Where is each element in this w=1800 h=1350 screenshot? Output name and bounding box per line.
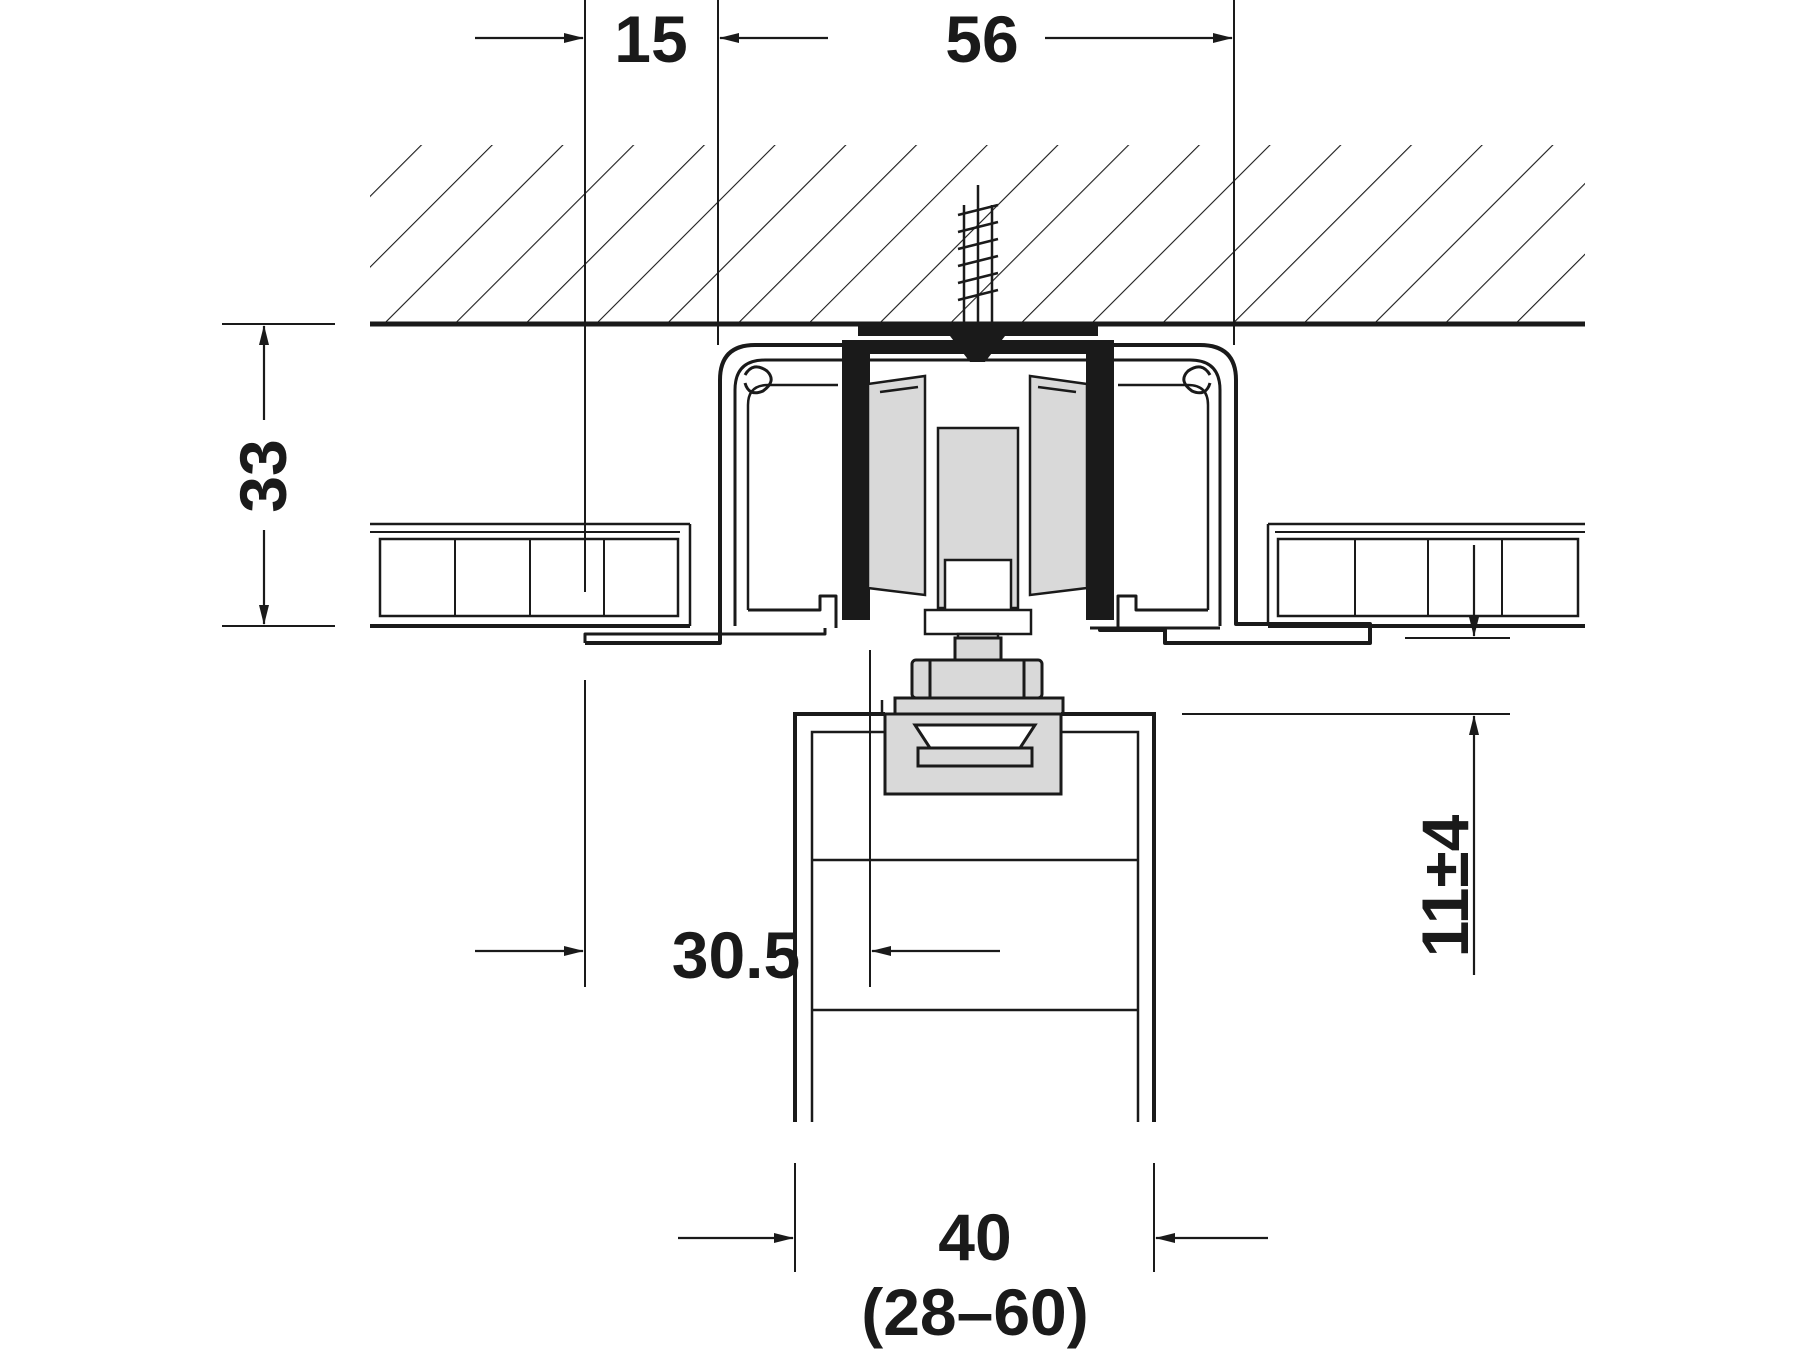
dimension-door-range: (28–60) — [861, 1275, 1089, 1349]
dimension-adjustment: 11±4 — [1408, 814, 1482, 957]
adjustment-hanger — [883, 636, 1065, 796]
left-panel — [370, 522, 692, 628]
rollers — [866, 374, 1089, 656]
dimension-offset: 30.5 — [672, 918, 800, 992]
dimension-door-thickness: 40 — [938, 1200, 1011, 1274]
right-panel — [1266, 522, 1585, 628]
dimension-arrows — [259, 33, 1479, 1243]
fixing-screw — [957, 185, 999, 362]
extension-lines — [222, 0, 1510, 1272]
door — [793, 700, 1156, 1122]
dimension-gap-left: 15 — [614, 2, 687, 76]
dimension-track-width: 56 — [945, 2, 1018, 76]
track-profile — [583, 343, 1372, 645]
dimension-track-height: 33 — [226, 439, 300, 512]
